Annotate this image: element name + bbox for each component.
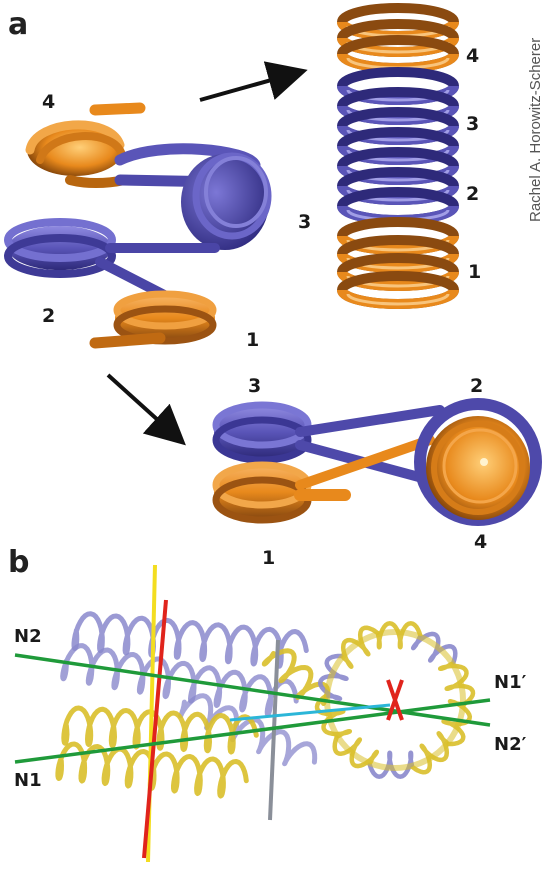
label-left-1: 1	[246, 329, 259, 351]
label-n2-prime: N2′	[494, 734, 527, 755]
label-left-3: 3	[298, 211, 311, 233]
symmetry-axes	[14, 564, 491, 863]
label-stack-4: 4	[466, 45, 479, 67]
helix-ribbon	[61, 705, 259, 755]
image-credit: Rachel A. Horowitz-Scherer	[527, 38, 544, 222]
coil-1-left	[89, 290, 217, 349]
helix-ribbon	[340, 625, 380, 669]
label-left-2: 2	[42, 305, 55, 327]
helix-ribbon	[410, 731, 450, 775]
bundle-structure	[212, 398, 542, 526]
ribbon-structure	[55, 611, 476, 799]
label-stack-1: 1	[468, 261, 481, 283]
helix-ribbon	[410, 631, 458, 665]
helix-ribbon	[332, 735, 380, 769]
cyan-axis	[229, 703, 391, 722]
helix-ribbon	[367, 750, 415, 779]
label-bundle-2: 2	[470, 375, 483, 397]
label-bundle-1: 1	[262, 547, 275, 569]
red-axis-right-2	[386, 679, 404, 721]
label-left-4: 4	[42, 91, 55, 113]
helix-ribbon	[261, 648, 330, 706]
panel-a-letter: a	[8, 7, 28, 42]
stack-ring-front	[337, 288, 459, 309]
label-bundle-4: 4	[474, 531, 487, 553]
stack-ring-highlight	[346, 293, 450, 306]
label-n1-prime: N1′	[494, 672, 527, 693]
helix-ribbon	[71, 611, 309, 669]
label-n1: N1	[14, 770, 42, 791]
helix-ribbon	[178, 693, 318, 767]
arrow-to-bundle	[106, 373, 186, 446]
panel-b-letter: b	[8, 545, 29, 580]
helix-ribbon	[55, 741, 249, 799]
helix-ribbon	[437, 661, 476, 707]
helix-ribbon	[317, 653, 349, 702]
label-stack-3: 3	[466, 113, 479, 135]
helix-ribbon	[441, 698, 473, 747]
red-axis	[142, 599, 168, 859]
stacked-superhelix	[337, 3, 459, 309]
axis-n2	[14, 653, 491, 727]
gray-axis	[268, 639, 280, 821]
axis-n1	[14, 698, 491, 764]
label-bundle-3: 3	[248, 375, 261, 397]
label-n2: N2	[14, 626, 42, 647]
label-stack-2: 2	[466, 183, 479, 205]
coil-2-left	[4, 218, 116, 278]
arrow-to-stack	[199, 61, 308, 102]
coil-4-left	[25, 102, 146, 188]
helix-ribbon	[375, 621, 423, 650]
coil-3-left	[181, 152, 272, 250]
